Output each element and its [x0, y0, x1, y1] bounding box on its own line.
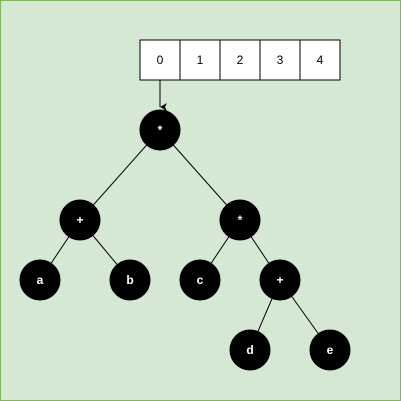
- node-e: e: [309, 329, 351, 371]
- node-b-label: b: [126, 273, 133, 287]
- node-a: a: [19, 259, 61, 301]
- node-root: *: [139, 109, 181, 151]
- array-cell-1: [179, 39, 221, 81]
- node-right-plus: +: [259, 259, 301, 301]
- tree-nodes: * + * a b c + d: [19, 109, 351, 371]
- node-c: c: [179, 259, 221, 301]
- array-cell-label-4: 4: [317, 53, 324, 67]
- array-cell-label-1: 1: [197, 53, 204, 67]
- node-root-left: +: [59, 199, 101, 241]
- array-cell-label-0: 0: [157, 53, 164, 67]
- node-e-label: e: [327, 343, 334, 357]
- node-b: b: [109, 259, 151, 301]
- node-root-right-label: *: [238, 213, 243, 227]
- node-d: d: [229, 329, 271, 371]
- array-cell-3: [259, 39, 301, 81]
- node-root-left-label: +: [76, 213, 83, 227]
- array-cell-label-3: 3: [277, 53, 284, 67]
- array-cell-0: [139, 39, 181, 81]
- array: 0 1 2 3 4: [139, 39, 341, 81]
- node-root-right: *: [219, 199, 261, 241]
- node-c-label: c: [197, 273, 204, 287]
- node-d-label: d: [246, 343, 253, 357]
- node-right-plus-label: +: [276, 273, 283, 287]
- node-root-label: *: [158, 123, 163, 137]
- array-cell-4: [299, 39, 341, 81]
- node-a-label: a: [37, 273, 44, 287]
- array-cell-label-2: 2: [237, 53, 244, 67]
